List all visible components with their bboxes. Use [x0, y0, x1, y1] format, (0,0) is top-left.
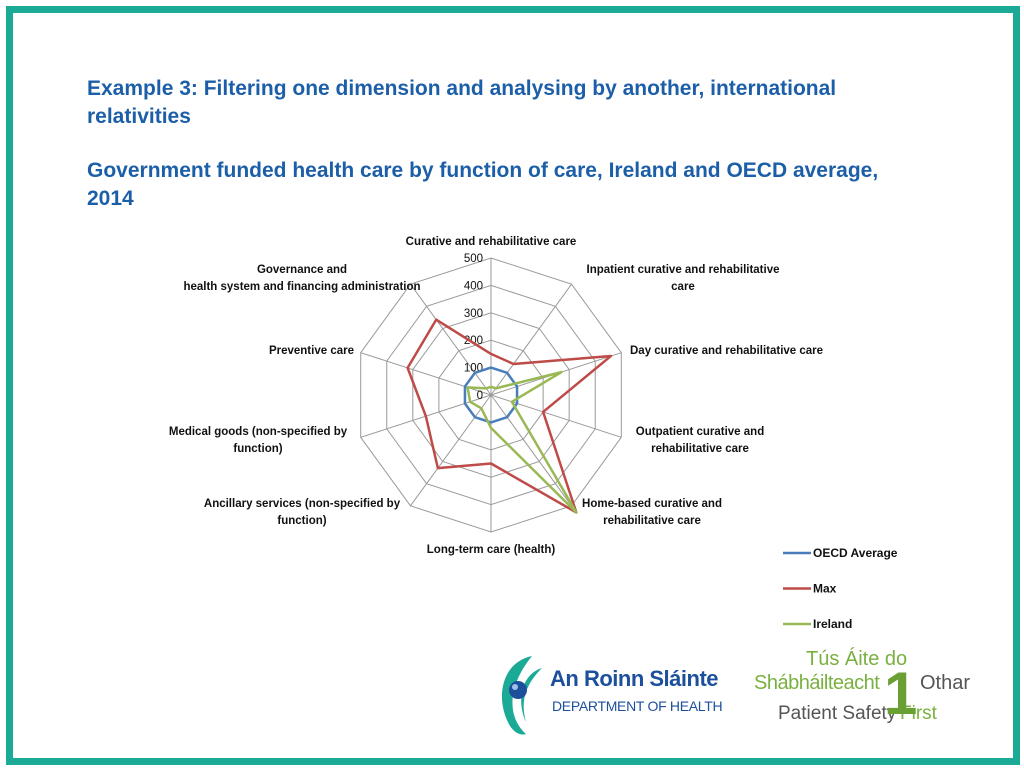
doh-emblem-icon [501, 656, 542, 735]
tick-label-0: 0 [477, 390, 483, 402]
ps-line1: Tús Áite do [806, 648, 908, 670]
tick-label-200: 200 [464, 335, 483, 347]
chart-title: Government funded health care by functio… [87, 159, 879, 210]
department-of-health-logo: An Roinn Sláinte DEPARTMENT OF HEALTH [492, 648, 737, 740]
tick-label-500: 500 [464, 253, 483, 265]
series-line-ireland [466, 370, 578, 514]
legend-label-oecd-average: OECD Average [813, 546, 898, 560]
category-label-9: Preventive care [269, 345, 354, 357]
spoke-2 [490, 283, 572, 396]
slide-frame [6, 6, 1020, 765]
patient-safety-first-logo: Tús Áite do Shábháilteacht Othar Patient… [750, 648, 980, 740]
tick-label-400: 400 [464, 280, 483, 292]
spoke-10 [410, 283, 492, 396]
tick-label-300: 300 [464, 308, 483, 320]
ps-number-one: 1 [884, 660, 918, 727]
ps-line2b: Othar [920, 672, 971, 694]
slide-title: Example 3: Filtering one dimension and a… [87, 77, 837, 128]
legend-label-max: Max [813, 582, 837, 596]
category-labels: Curative and rehabilitative careInpatien… [169, 236, 823, 556]
category-label-3: Day curative and rehabilitative care [630, 345, 823, 357]
category-label-1: Curative and rehabilitative care [406, 236, 577, 248]
spoke-7 [410, 394, 492, 507]
radar-grid [360, 257, 622, 533]
series-line-oecd-average [463, 366, 519, 424]
radar-series [406, 318, 613, 514]
ps-line2: Shábháilteacht [754, 672, 880, 694]
ps-line3: Patient Safety [778, 703, 897, 724]
ps-line3b: First [900, 703, 937, 724]
legend-label-ireland: Ireland [813, 617, 852, 631]
doh-english-name: DEPARTMENT OF HEALTH [552, 698, 723, 714]
series-line-max [406, 318, 613, 514]
category-label-6: Long-term care (health) [427, 544, 556, 556]
doh-irish-name: An Roinn Sláinte [550, 666, 719, 691]
spoke-5 [490, 394, 572, 507]
